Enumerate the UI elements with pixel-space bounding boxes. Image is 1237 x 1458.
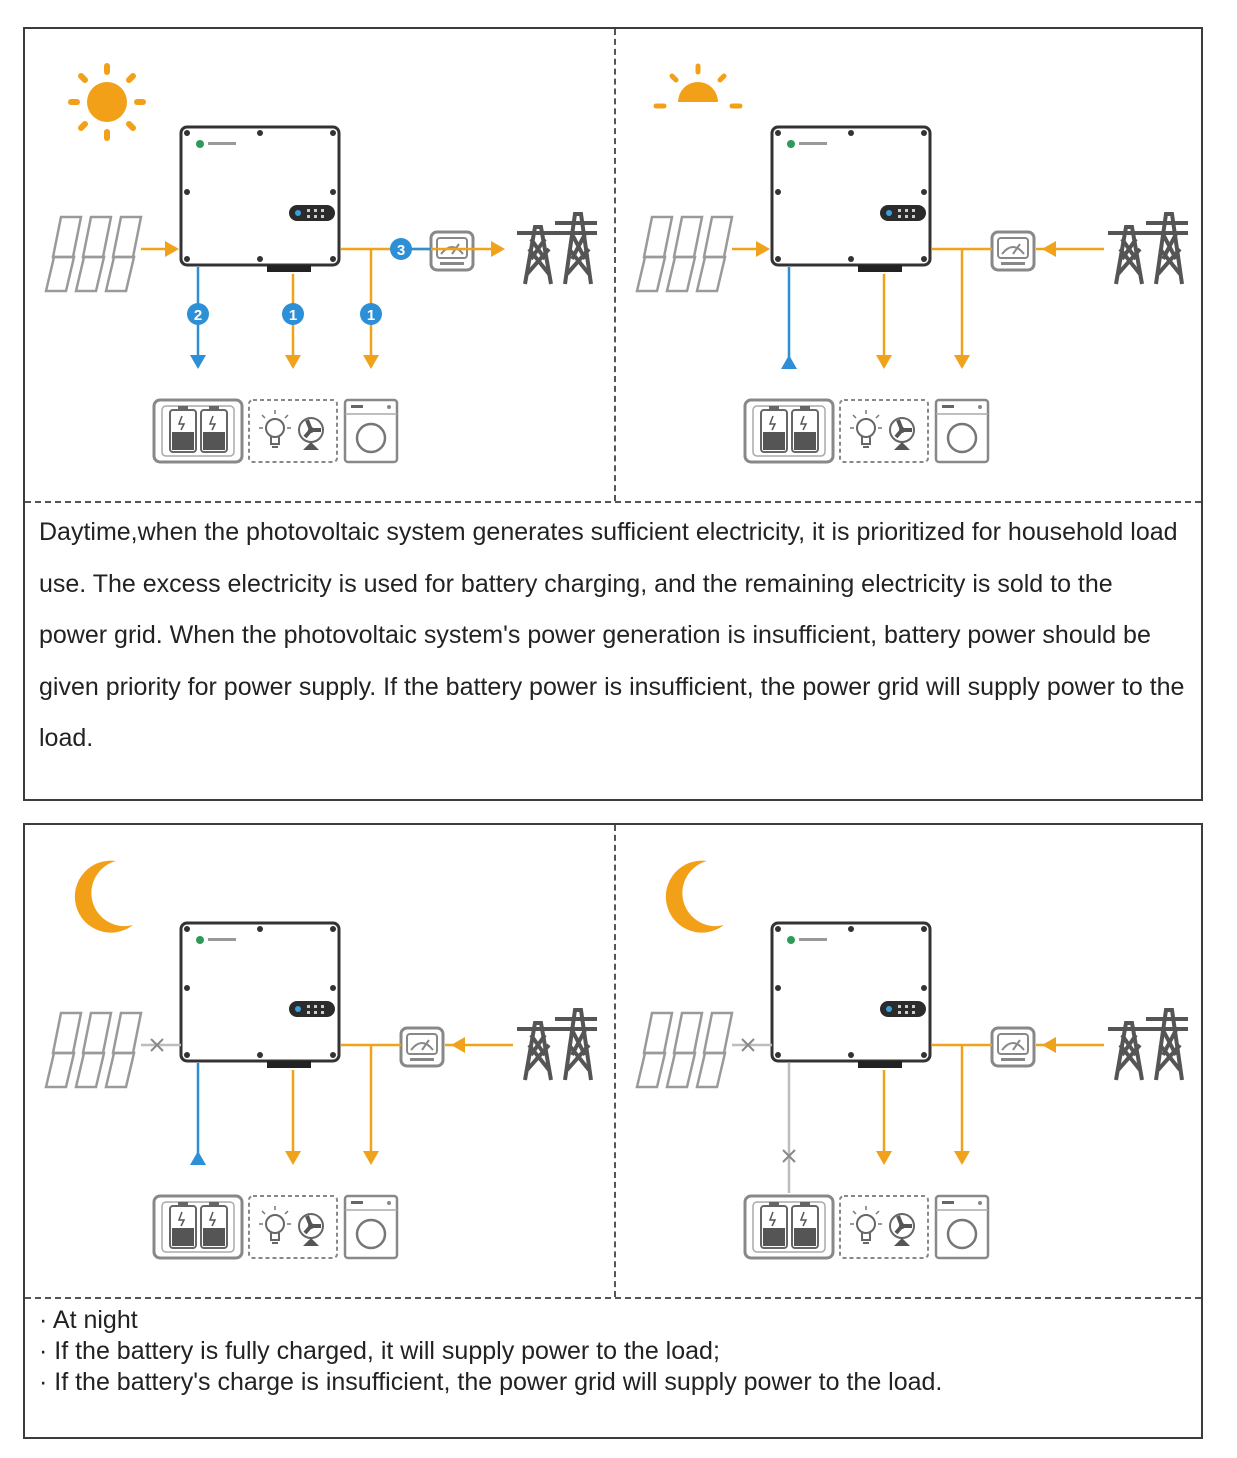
household-load-icon (838, 398, 930, 464)
flow-lines (141, 1037, 513, 1165)
household-load-icon (838, 1194, 930, 1260)
solar-panel-icon (44, 1011, 143, 1089)
power-tower-icon (1106, 1008, 1190, 1082)
power-tower-icon (515, 1008, 599, 1082)
night-description: · At night · If the battery is fully cha… (39, 1305, 1187, 1398)
svg-text:1: 1 (367, 307, 375, 324)
night-grid-diagram (614, 825, 1205, 1297)
power-tower-icon (515, 212, 599, 286)
night-battery-diagram (25, 825, 614, 1297)
household-load-icon (247, 398, 339, 464)
household-load-icon (247, 1194, 339, 1260)
svg-text:3: 3 (397, 242, 405, 259)
daytime-diagram: 2 1 1 3 (25, 29, 614, 501)
power-tower-icon (1106, 212, 1190, 286)
solar-panel-icon (44, 215, 143, 293)
washing-machine-icon (343, 1194, 399, 1260)
section-divider (25, 1297, 1201, 1299)
battery-icon (743, 398, 835, 464)
night-section: · At night · If the battery is fully cha… (23, 823, 1203, 1439)
daytime-description: Daytime,when the photovoltaic system gen… (39, 507, 1187, 765)
washing-machine-icon (934, 398, 990, 464)
daytime-text: Daytime,when the photovoltaic system gen… (39, 518, 1185, 752)
inverter-icon (770, 125, 932, 274)
night-line-3: · If the battery's charge is insufficien… (39, 1368, 943, 1396)
flow-marker-2: 2 (187, 303, 209, 325)
section-divider (25, 501, 1201, 503)
washing-machine-icon (934, 1194, 990, 1260)
svg-text:1: 1 (289, 307, 297, 324)
setting-sun-icon (656, 66, 740, 106)
moon-icon (74, 860, 133, 933)
solar-panel-icon (635, 215, 734, 293)
inverter-icon (179, 125, 341, 274)
sun-icon (71, 66, 143, 138)
inverter-icon (770, 921, 932, 1070)
flow-marker-1a: 1 (282, 303, 304, 325)
svg-text:2: 2 (194, 307, 202, 324)
meter-icon (399, 1026, 445, 1068)
meter-icon (990, 230, 1036, 272)
battery-icon (152, 398, 244, 464)
flow-lines (732, 241, 1104, 369)
night-line-2: · If the battery is fully charged, it wi… (39, 1337, 720, 1365)
daytime-section: 2 1 1 3 (23, 27, 1203, 801)
inverter-icon (179, 921, 341, 1070)
moon-icon (665, 860, 724, 933)
washing-machine-icon (343, 398, 399, 464)
evening-diagram (614, 29, 1205, 501)
night-line-1: · At night (39, 1306, 138, 1334)
battery-icon (152, 1194, 244, 1260)
flow-lines (732, 1037, 1104, 1193)
flow-marker-3: 3 (390, 238, 412, 260)
solar-panel-icon (635, 1011, 734, 1089)
flow-marker-1b: 1 (360, 303, 382, 325)
meter-icon (990, 1026, 1036, 1068)
meter-icon (429, 230, 475, 272)
battery-icon (743, 1194, 835, 1260)
